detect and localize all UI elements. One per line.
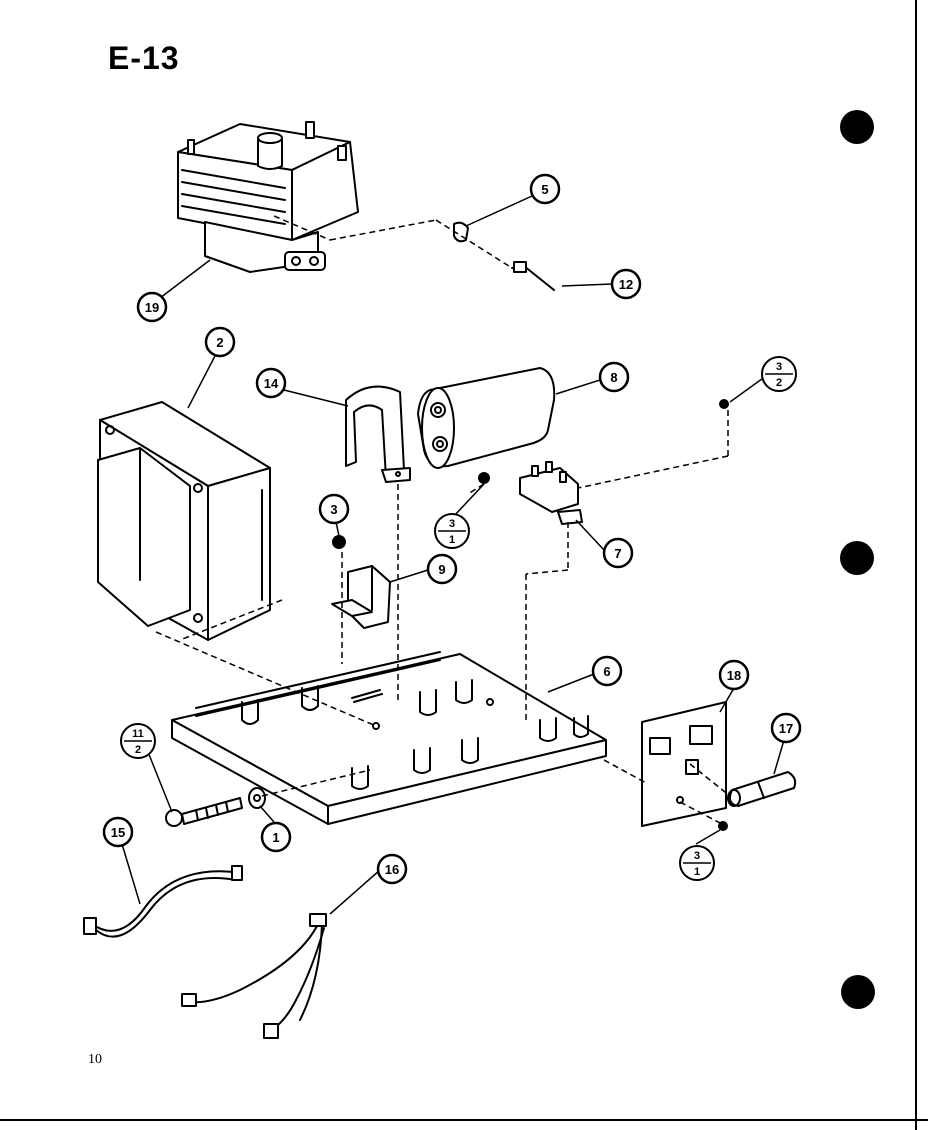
callout-6: 6 bbox=[591, 655, 623, 687]
callout-9: 9 bbox=[426, 553, 458, 585]
page-number: 10 bbox=[88, 1052, 102, 1067]
svg-text:14: 14 bbox=[264, 376, 279, 391]
svg-text:19: 19 bbox=[145, 300, 159, 315]
callout-5: 5 bbox=[529, 173, 561, 205]
svg-text:1: 1 bbox=[449, 534, 455, 546]
callout-1: 1 bbox=[260, 821, 292, 853]
svg-text:12: 12 bbox=[619, 277, 633, 292]
base-plate-part bbox=[171, 651, 607, 825]
svg-text:3: 3 bbox=[694, 850, 700, 862]
callout-15: 15 bbox=[102, 816, 134, 848]
fraction-callout-11-2: 11 2 bbox=[120, 723, 156, 759]
svg-text:11: 11 bbox=[132, 728, 144, 740]
screw-part bbox=[332, 399, 729, 831]
capacitor-bracket-part bbox=[345, 385, 411, 483]
fraction-callout-3-1-right: 3 1 bbox=[679, 845, 715, 881]
binder-hole-bottom bbox=[841, 975, 875, 1009]
callout-14: 14 bbox=[255, 367, 287, 399]
svg-text:1: 1 bbox=[694, 866, 700, 878]
callout-7: 7 bbox=[602, 537, 634, 569]
svg-text:16: 16 bbox=[385, 862, 399, 877]
callout-18: 18 bbox=[718, 659, 750, 691]
svg-text:3: 3 bbox=[449, 518, 455, 530]
svg-text:2: 2 bbox=[776, 377, 782, 389]
bolt-part bbox=[165, 797, 243, 827]
svg-text:2: 2 bbox=[135, 744, 141, 756]
leader-lines bbox=[121, 195, 785, 915]
callout-3: 3 bbox=[318, 493, 350, 525]
svg-text:3: 3 bbox=[776, 361, 782, 373]
svg-text:15: 15 bbox=[111, 825, 125, 840]
fraction-callout-3-1-center: 3 1 bbox=[434, 513, 470, 549]
svg-text:7: 7 bbox=[614, 546, 621, 561]
svg-text:3: 3 bbox=[330, 502, 337, 517]
capacitor-part bbox=[417, 367, 556, 469]
wire-harness-16-part bbox=[181, 913, 327, 1039]
fuse-board-part bbox=[641, 701, 727, 827]
callout-2: 2 bbox=[204, 326, 236, 358]
callout-19a: 19 bbox=[136, 291, 168, 323]
magnetron-part bbox=[177, 121, 359, 273]
fuse-holder-part bbox=[331, 565, 391, 629]
wire-harness-15-part bbox=[83, 865, 243, 938]
callout-8: 8 bbox=[598, 361, 630, 393]
svg-text:2: 2 bbox=[216, 335, 223, 350]
binder-hole-middle bbox=[840, 541, 874, 575]
callout-12: 12 bbox=[610, 268, 642, 300]
terminal-part bbox=[511, 261, 555, 291]
svg-text:18: 18 bbox=[727, 668, 741, 683]
svg-text:6: 6 bbox=[603, 664, 610, 679]
page-title: E-13 bbox=[108, 40, 180, 76]
svg-text:17: 17 bbox=[779, 721, 793, 736]
svg-text:5: 5 bbox=[541, 182, 548, 197]
binder-hole-top bbox=[840, 110, 874, 144]
washer-part bbox=[248, 787, 266, 809]
callout-17: 17 bbox=[770, 712, 802, 744]
transformer-part bbox=[97, 401, 271, 641]
fuse-part bbox=[727, 771, 797, 807]
svg-text:1: 1 bbox=[272, 830, 279, 845]
switch-part bbox=[519, 461, 583, 525]
clip-part bbox=[453, 221, 469, 243]
svg-text:9: 9 bbox=[438, 562, 445, 577]
assembly-lines bbox=[155, 215, 731, 825]
svg-text:8: 8 bbox=[610, 370, 617, 385]
callout-16: 16 bbox=[376, 853, 408, 885]
fraction-callout-3-2: 3 2 bbox=[761, 356, 797, 392]
